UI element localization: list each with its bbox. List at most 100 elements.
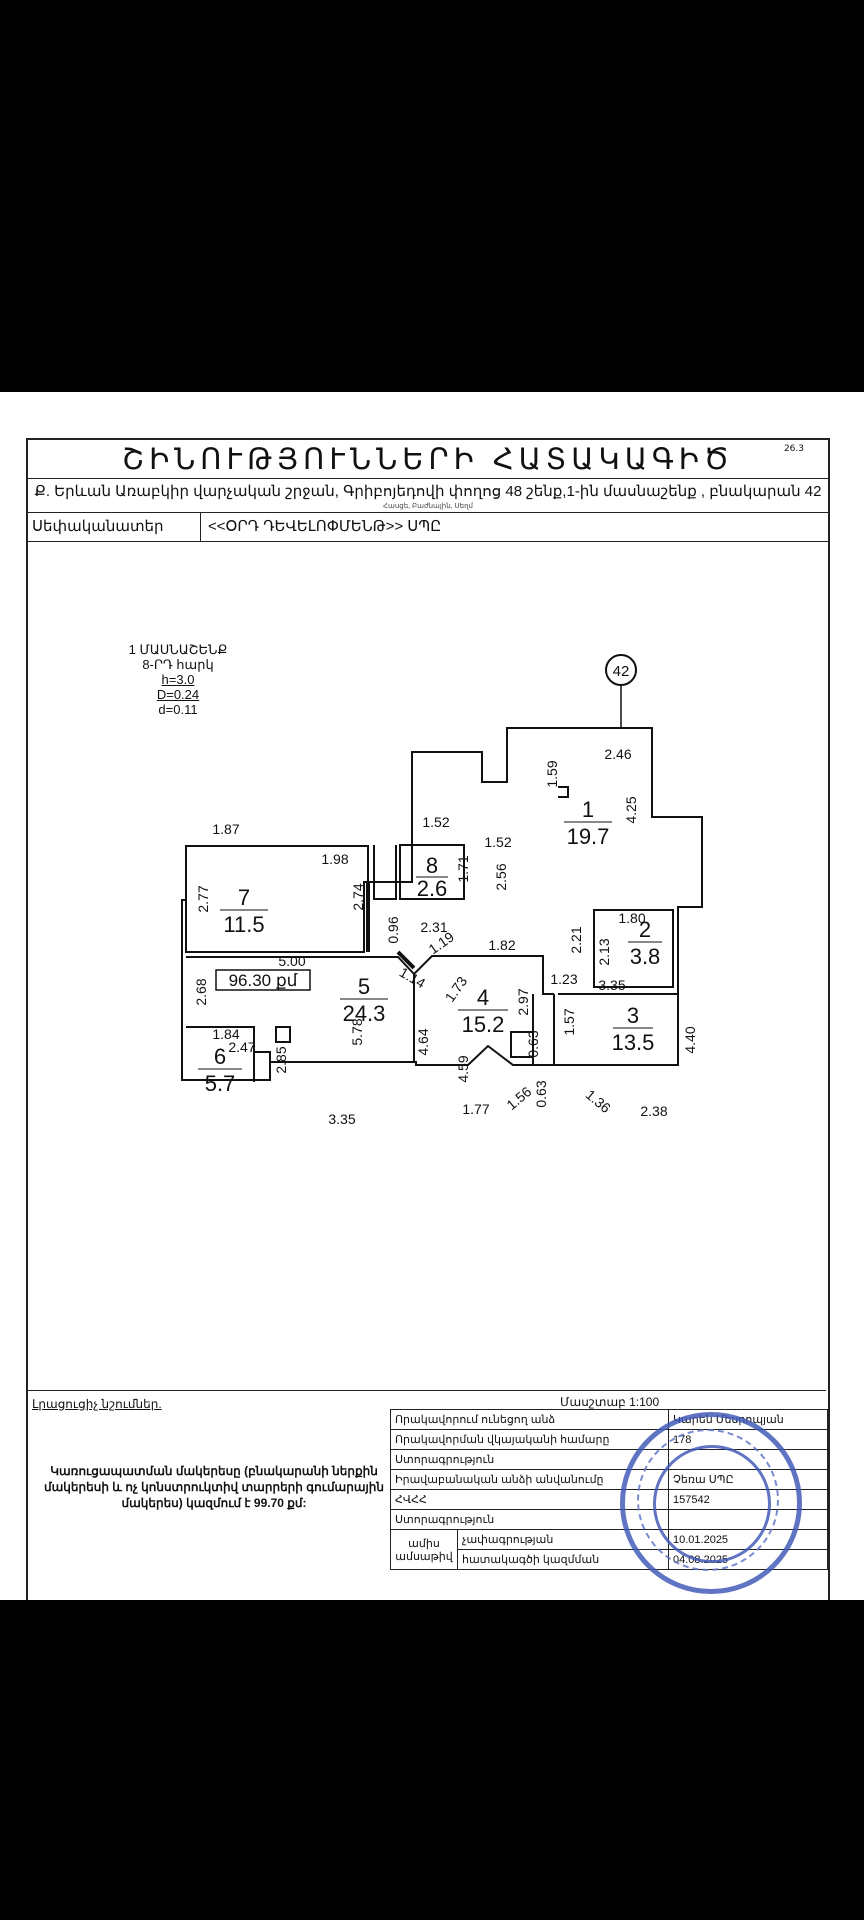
room-7-number: 7 <box>238 885 250 910</box>
dimension-label: 2.38 <box>640 1103 667 1119</box>
table-cell: Իրավաբանական անձի անվանումը <box>390 1469 669 1490</box>
dimension-label: 2.68 <box>193 978 209 1005</box>
dimension-label: 1.87 <box>212 821 239 837</box>
stamp-inner-ring <box>653 1445 771 1563</box>
document-title-text: ՇԻՆՈՒԹՅՈՒՆՆԵՐԻ ՀԱՏԱԿԱԳԻԾ <box>122 442 734 476</box>
plan-specifications: 1 ՄԱՍՆԱՇԵՆՔ 8-ՐԴ հարկ h=3.0 D=0.24 d=0.1… <box>88 642 268 717</box>
table-row: Որակավորում ունեցող անձ Կարեն Մեսրոպյան <box>390 1409 828 1430</box>
dimension-label: 1.59 <box>544 760 560 787</box>
outer-wall-label: D=0.24 <box>156 687 200 702</box>
dimension-label: 1.80 <box>618 910 645 926</box>
wall-room-8-shower <box>373 845 397 900</box>
height-label: h=3.0 <box>161 672 195 687</box>
room-2-number: 2 <box>639 917 651 942</box>
wall-room-7 <box>185 846 368 953</box>
wall-room-4 <box>413 955 554 995</box>
dimension-label: 1.71 <box>455 855 471 882</box>
total-area-box <box>215 969 311 991</box>
dimension-label: 1.84 <box>212 1026 239 1042</box>
dimension-label: 1.77 <box>462 1101 489 1117</box>
building-label: 1 ՄԱՍՆԱՇԵՆՔ <box>128 642 228 657</box>
wall-room-5 <box>186 956 415 1062</box>
dimension-label: 3.35 <box>598 977 625 993</box>
dimension-label: 2.85 <box>273 1046 289 1073</box>
dimension-label: 1.14 <box>397 964 429 992</box>
date-group-label: ամիս ամսաթիվ <box>390 1529 458 1570</box>
room-4-area: 15.2 <box>462 1012 505 1037</box>
wall-room-8 <box>399 844 465 900</box>
dimension-label: 2.31 <box>420 919 447 935</box>
dimension-label: 2.56 <box>493 863 509 890</box>
dimension-label: 2.77 <box>195 885 211 912</box>
room-4-number: 4 <box>477 985 489 1010</box>
dimension-label: 1.52 <box>422 814 449 830</box>
notes-text: Կառուցապատման մակերեսը (բնակարանի ներքին… <box>44 1464 384 1510</box>
room-6-area: 5.7 <box>205 1071 236 1096</box>
dimension-label: 1.98 <box>321 851 348 867</box>
wall-room-2 <box>593 909 674 988</box>
dimension-label: 3.35 <box>328 1111 355 1127</box>
room-5-number: 5 <box>358 974 370 999</box>
dimension-label: 5.78 <box>349 1018 365 1045</box>
dimension-label: 1.57 <box>561 1008 577 1035</box>
dimension-label: 4.40 <box>682 1026 698 1053</box>
dimension-label: 1.82 <box>488 937 515 953</box>
official-stamp <box>620 1412 802 1594</box>
dimension-label: 0.63 <box>525 1030 541 1057</box>
apartment-number: 42 <box>613 663 630 680</box>
stamp-ring <box>637 1429 779 1571</box>
dimension-label: 2.21 <box>568 926 584 953</box>
inner-wall-label: d=0.11 <box>158 702 198 717</box>
dimension-label: 1.52 <box>484 834 511 850</box>
plan-date-label: հատակագծի կազմման <box>457 1549 669 1570</box>
room-3-number: 3 <box>627 1003 639 1028</box>
dimension-label: 2.97 <box>515 988 531 1015</box>
notes-heading: Լրացուցիչ նշումներ. <box>32 1397 162 1411</box>
dimension-label: 1.56 <box>503 1083 534 1113</box>
dimension-label: 1.36 <box>583 1086 614 1116</box>
dimension-label: 0.63 <box>533 1080 549 1107</box>
document-title: ՇԻՆՈՒԹՅՈՒՆՆԵՐԻ ՀԱՏԱԿԱԳԻԾ 26.3 <box>28 440 828 479</box>
owner-divider <box>200 513 201 541</box>
wall-internal-4 <box>275 1026 291 1043</box>
wall-internal-3 <box>510 1031 534 1058</box>
room-1-area: 19.7 <box>567 824 610 849</box>
outer-wall <box>181 727 703 1081</box>
floor-label: 8-ՐԴ հարկ <box>142 657 214 672</box>
room-labels: 1 19.7 2 3.8 3 13.5 4 15.2 5 24.3 6 <box>198 797 662 1096</box>
property-address: Ք. Երևան Առաբկիր վարչական շրջան, Գրիբոյե… <box>34 483 822 500</box>
dimension-label: 2.47 <box>228 1039 255 1055</box>
document-sheet: ՇԻՆՈՒԹՅՈՒՆՆԵՐԻ ՀԱՏԱԿԱԳԻԾ 26.3 Ք. Երևան Ա… <box>0 392 864 1600</box>
title-code: 26.3 <box>783 444 804 454</box>
room-3-area: 13.5 <box>612 1030 655 1055</box>
room-8-area: 2.6 <box>417 876 448 901</box>
total-area: 96.30 քմ <box>229 971 298 990</box>
room-2-area: 3.8 <box>630 944 661 969</box>
owner-label: Սեփականատեր <box>32 518 164 535</box>
table-cell: Որակավորում ունեցող անձ <box>390 1409 669 1430</box>
dimension-label: 2.46 <box>604 746 631 762</box>
wall-hall-notch <box>558 786 569 798</box>
table-cell: Ստորագրություն <box>390 1509 669 1530</box>
dimension-label: 4.59 <box>455 1055 471 1082</box>
room-6-number: 6 <box>214 1044 226 1069</box>
dimension-label: 1.73 <box>442 973 471 1005</box>
room-7-area: 11.5 <box>223 912 264 937</box>
document-frame: ՇԻՆՈՒԹՅՈՒՆՆԵՐԻ ՀԱՏԱԿԱԳԻԾ 26.3 Ք. Երևան Ա… <box>26 438 830 1600</box>
owner-row: Սեփականատեր <<ՕՐԴ ԴԵՎԵԼՈՓՄԵՆԹ>> ՍՊԸ <box>28 512 828 542</box>
title-block: Լրացուցիչ նշումներ. Կառուցապատման մակերե… <box>28 1391 828 1600</box>
room-5-area: 24.3 <box>343 1001 386 1026</box>
dimension-label: 2.13 <box>596 938 612 965</box>
dimension-label: 4.64 <box>415 1028 431 1055</box>
scale-label: Մասշտաբ 1:100 <box>560 1395 660 1409</box>
room-8-number: 8 <box>426 853 438 878</box>
dimension-label: 4.25 <box>623 796 639 823</box>
owner-value: <<ՕՐԴ ԴԵՎԵԼՈՓՄԵՆԹ>> ՍՊԸ <box>208 518 442 535</box>
dimension-label: 2.74 <box>350 883 366 910</box>
address-note: Հասցե, Բաժնային, Սեղմ <box>383 503 473 510</box>
dimension-label: 1.23 <box>550 971 577 987</box>
dimension-label: 0.96 <box>385 916 401 943</box>
floor-plan-drawing: 42 96.30 քմ 1 19.7 2 3.8 3 13.5 4 <box>181 654 703 1127</box>
floor-plan-area: 1 ՄԱՍՆԱՇԵՆՔ 8-ՐԴ հարկ h=3.0 D=0.24 d=0.1… <box>28 542 826 1391</box>
measurement-label: չափագրության <box>457 1529 669 1550</box>
